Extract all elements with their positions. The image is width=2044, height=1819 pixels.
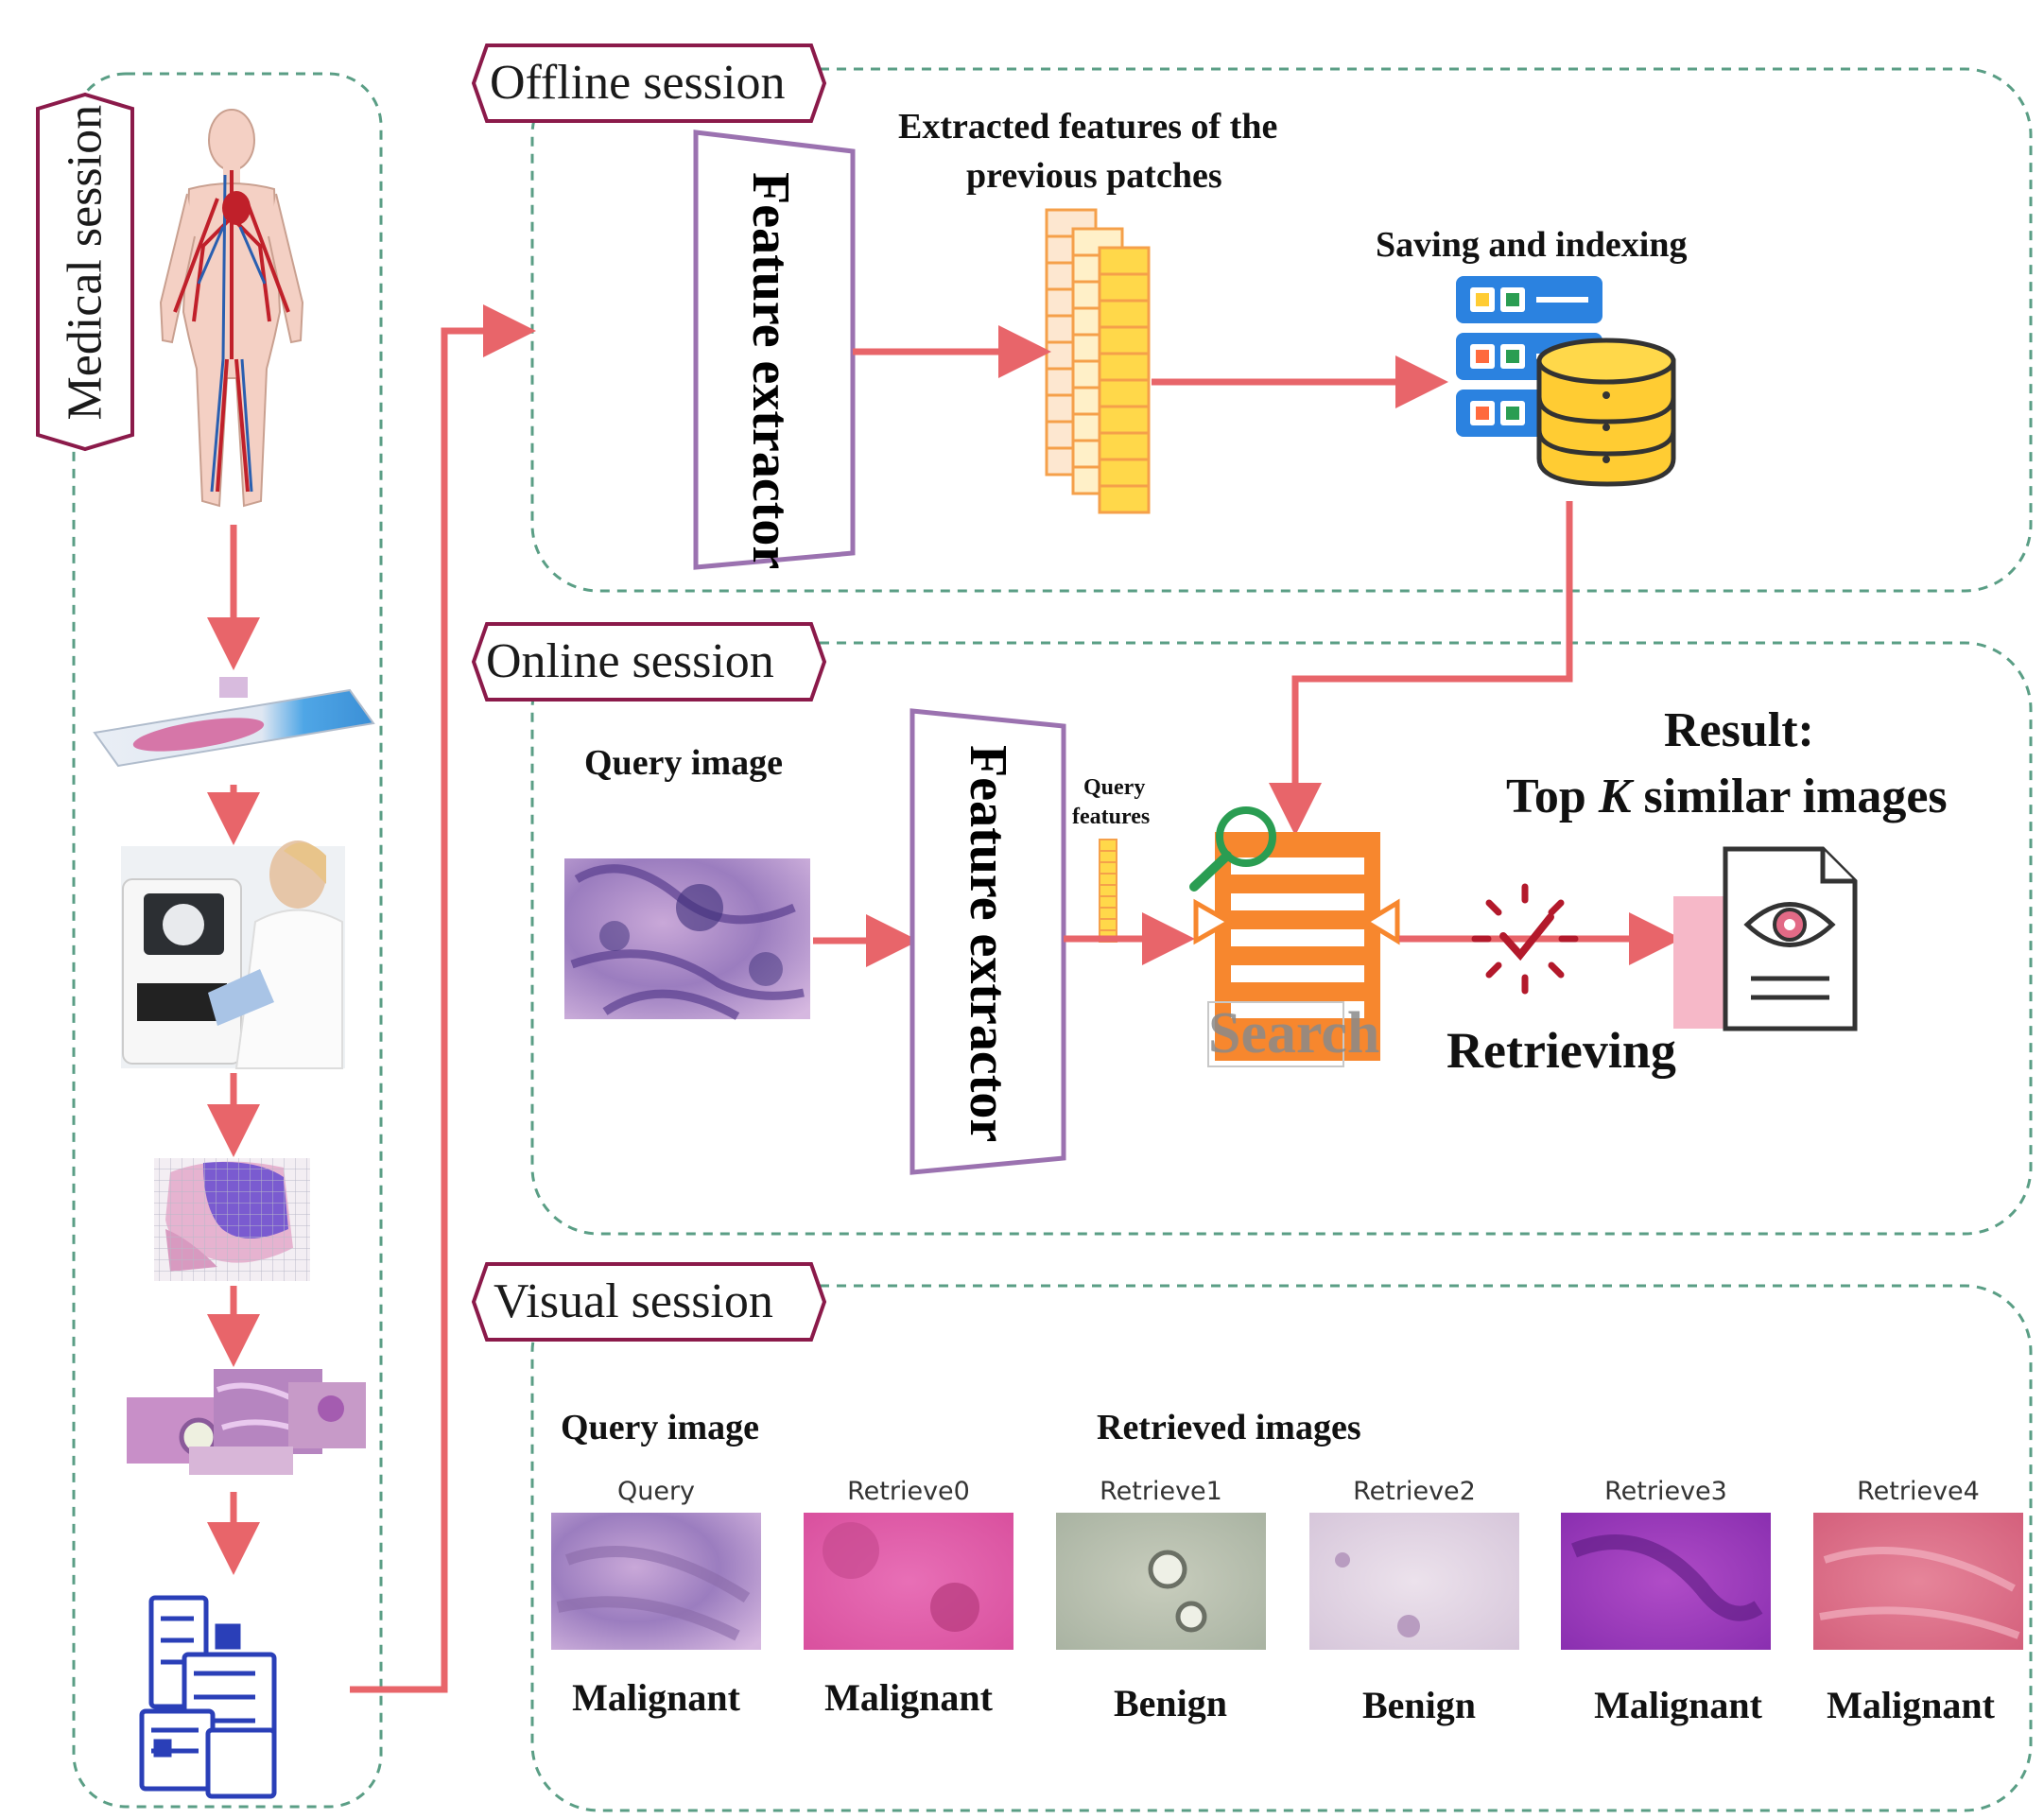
database-to-search-arrow	[1269, 501, 1573, 836]
query-feature-cell	[1099, 884, 1117, 897]
visual-session-title: Visual session	[494, 1274, 773, 1328]
thumbnail-retrieve0	[804, 1513, 1013, 1650]
servers-to-offline-arrow	[350, 304, 536, 1693]
class-label-retrieve2: Benign	[1361, 1684, 1477, 1726]
result-document-icon	[1673, 846, 1858, 1031]
medical-session-border	[72, 72, 383, 1809]
feature-cell	[1098, 431, 1151, 461]
result-subtitle-prefix: Top	[1506, 770, 1599, 823]
online-feature-extractor-box	[909, 708, 1066, 1175]
feature-cell	[1098, 458, 1151, 488]
thumbnail-query	[551, 1513, 761, 1650]
offline-title-tag	[471, 43, 827, 123]
feature-cell	[1098, 352, 1151, 382]
class-label-retrieve4: Malignant	[1827, 1684, 1995, 1726]
servers-storage-icon	[139, 1595, 277, 1799]
feature-cell	[1098, 484, 1151, 514]
query-feature-vector	[1099, 839, 1117, 943]
saving-indexing-label: Saving and indexing	[1376, 225, 1688, 265]
tiled-wsi-icon	[154, 1158, 310, 1281]
online-query-image	[564, 858, 810, 1020]
thumb-title-query: Query	[616, 1477, 696, 1506]
query-features-label-line2: features	[1072, 805, 1151, 829]
thumbnail-retrieve3	[1561, 1513, 1771, 1650]
offline-extractor-label: Feature extractor	[741, 172, 800, 570]
online-title-tag	[471, 622, 827, 702]
thumbnail-retrieve4	[1813, 1513, 2023, 1650]
feature-vectors-stack	[1045, 208, 1151, 514]
query-feature-cell	[1099, 861, 1117, 875]
feature-cell	[1098, 246, 1151, 276]
medical-session-title: Medical session	[58, 104, 113, 421]
query-feature-cell	[1099, 873, 1117, 886]
class-label-retrieve3: Malignant	[1594, 1684, 1762, 1726]
online-extractor-label: Feature extractor	[959, 745, 1017, 1143]
offline-feature-extractor-box	[693, 130, 856, 570]
query-features-label-line1: Query	[1083, 775, 1146, 800]
offline-features-label-line2: previous patches	[966, 156, 1222, 196]
visual-query-heading: Query image	[561, 1408, 760, 1447]
offline-features-label-line1: Extracted features of the	[898, 107, 1278, 147]
slide-scanner-photo	[121, 840, 345, 1069]
thumb-title-retrieve3: Retrieve3	[1604, 1477, 1727, 1506]
query-feature-cell	[1099, 850, 1117, 863]
visual-title-tag	[471, 1262, 827, 1342]
tissue-patches-icon	[127, 1369, 366, 1475]
thumbnail-retrieve2	[1309, 1513, 1519, 1650]
feature-cell	[1098, 299, 1151, 329]
result-subtitle-k: K	[1598, 770, 1632, 823]
visual-retrieved-heading: Retrieved images	[1097, 1408, 1361, 1447]
medical-title-tag	[36, 92, 134, 452]
feature-cell	[1098, 325, 1151, 355]
server-database-icon	[1456, 276, 1676, 487]
feature-cell	[1098, 405, 1151, 435]
glass-slide-icon	[93, 677, 375, 768]
class-label-query: Malignant	[572, 1676, 740, 1719]
online-query-label: Query image	[584, 743, 784, 783]
feature-cell	[1098, 378, 1151, 408]
result-subtitle: Top K similar images	[1506, 769, 1948, 824]
query-feature-cell	[1099, 839, 1117, 852]
thumb-title-retrieve1: Retrieve1	[1100, 1477, 1222, 1506]
thumbnail-retrieve1	[1056, 1513, 1266, 1650]
thumb-title-retrieve4: Retrieve4	[1857, 1477, 1980, 1506]
retrieving-label: Retrieving	[1446, 1022, 1676, 1079]
search-index-icon	[1189, 806, 1400, 1067]
result-title: Result:	[1664, 703, 1814, 757]
class-label-retrieve0: Malignant	[824, 1676, 993, 1719]
thumb-title-retrieve0: Retrieve0	[847, 1477, 970, 1506]
visual-session-border	[530, 1284, 2033, 1812]
thumb-title-retrieve2: Retrieve2	[1353, 1477, 1476, 1506]
query-feature-cell	[1099, 895, 1117, 909]
retrieve-timer-icon	[1471, 883, 1579, 995]
offline-session-title: Offline session	[490, 56, 786, 110]
search-label: Search	[1208, 1001, 1380, 1065]
result-subtitle-suffix: similar images	[1631, 770, 1948, 823]
online-session-border	[530, 641, 2033, 1236]
online-session-title: Online session	[486, 634, 774, 688]
feature-cell	[1098, 272, 1151, 303]
query-feature-cell	[1099, 907, 1117, 920]
class-label-retrieve1: Benign	[1113, 1682, 1228, 1724]
human-body-icon	[159, 109, 304, 508]
query-feature-cell	[1099, 918, 1117, 931]
